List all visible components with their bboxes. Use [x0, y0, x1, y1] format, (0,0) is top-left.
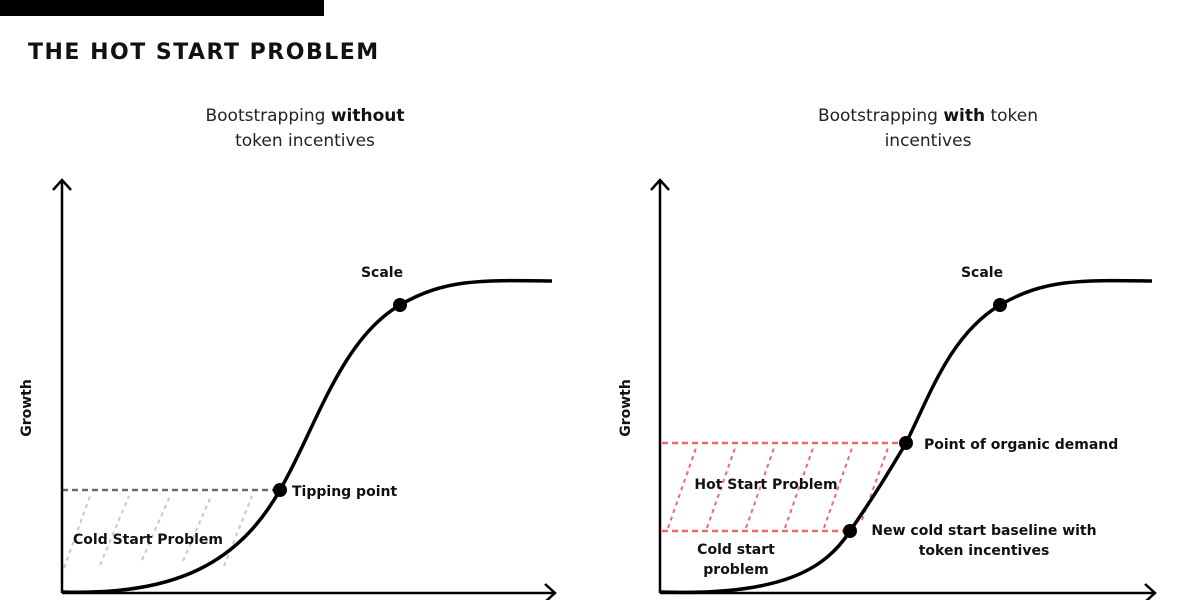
hatch-line [784, 447, 814, 529]
right-title-pre: Bootstrapping [817, 106, 944, 126]
right-cold-label-line2: problem [703, 562, 768, 578]
right-baseline-label-line2: token incentives [919, 543, 1050, 559]
hatch-line [141, 495, 171, 561]
right-title-post: token incentives [884, 106, 1039, 151]
right-hatch-lines [667, 447, 889, 529]
right-scale-point-marker [993, 298, 1007, 312]
right-y-axis-label: Growth [618, 379, 634, 437]
hatch-line [667, 447, 697, 529]
right-region-label: Hot Start Problem [694, 477, 837, 493]
right-x-axis-arrow [1144, 583, 1157, 600]
right-baseline-point-marker [843, 524, 857, 538]
top-black-bar [0, 0, 324, 16]
left-growth-curve [61, 278, 553, 595]
hatch-line [823, 447, 853, 529]
left-title-bold: without [330, 106, 405, 126]
right-title-bold: with [943, 106, 986, 126]
left-title-post: token incentives [235, 131, 375, 151]
left-tipping-label: Tipping point [292, 484, 397, 500]
hatch-line [745, 447, 775, 529]
right-y-axis-arrow [650, 178, 670, 191]
hatch-line [223, 495, 253, 567]
hatch-line [99, 495, 130, 566]
hatch-line [706, 447, 736, 529]
right-organic-point-marker [899, 436, 913, 450]
left-x-axis-arrow [544, 583, 557, 600]
left-y-axis-arrow [52, 178, 72, 191]
right-scale-label: Scale [961, 265, 1003, 281]
page-title: THE HOT START PROBLEM [28, 40, 380, 65]
hatch-line [182, 495, 212, 562]
left-panel-title: Bootstrapping without token incentives [155, 104, 455, 154]
left-hatch-lines [63, 495, 253, 569]
right-panel-title: Bootstrapping with token incentives [778, 104, 1078, 154]
left-tipping-point-marker [273, 483, 287, 497]
left-title-pre: Bootstrapping [205, 106, 331, 126]
right-panel: Scale Point of organic demand Hot Start … [618, 178, 1157, 600]
right-baseline-label-line1: New cold start baseline with [871, 523, 1096, 539]
left-region-label: Cold Start Problem [73, 532, 223, 548]
left-panel: Scale Tipping point Cold Start Problem G… [19, 178, 557, 600]
right-cold-label-line1: Cold start [697, 542, 775, 558]
left-scale-label: Scale [361, 265, 403, 281]
left-scale-point-marker [393, 298, 407, 312]
right-organic-label: Point of organic demand [924, 437, 1118, 453]
left-y-axis-label: Growth [19, 379, 35, 437]
